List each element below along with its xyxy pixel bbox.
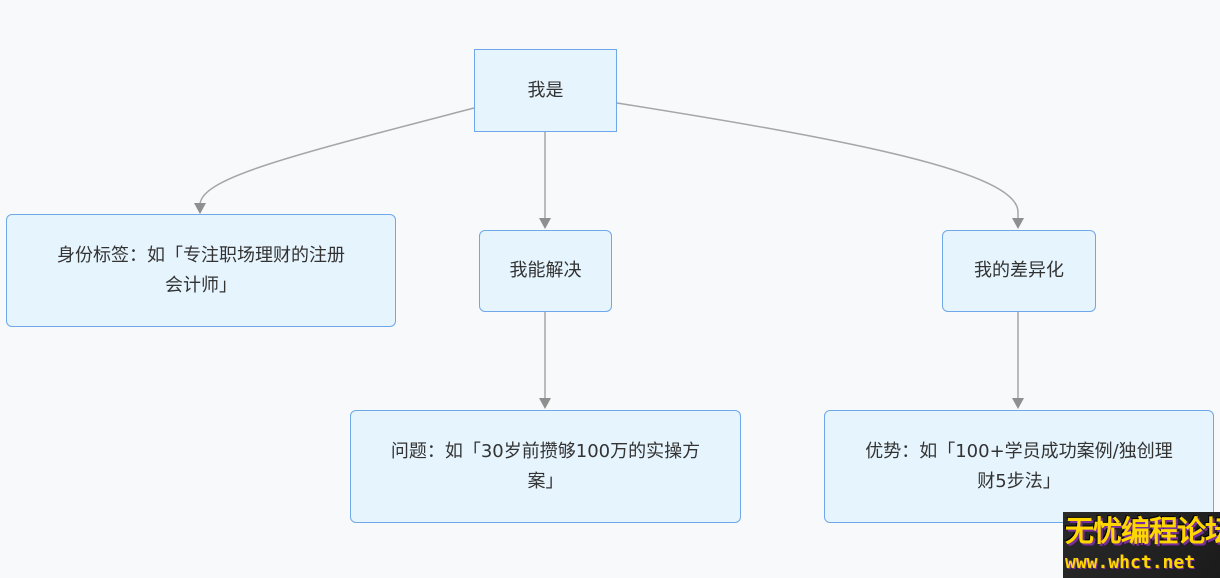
watermark-url: www.whct.net	[1065, 552, 1196, 573]
node-problem: 问题：如「30岁前攒够100万的实操方 案」	[350, 410, 741, 523]
edge-root-to-identity	[199, 107, 475, 213]
node-differentiation-label: 我的差异化	[974, 260, 1064, 281]
arrowhead	[1012, 218, 1024, 229]
arrowhead	[1012, 398, 1024, 409]
edge-root-to-differentiation	[616, 102, 1019, 219]
watermark-title: 无忧编程论坛	[1065, 514, 1220, 548]
node-identity-line1: 身份标签：如「专注职场理财的注册	[57, 244, 345, 266]
arrowhead	[539, 398, 551, 409]
arrowhead	[194, 203, 206, 214]
node-root: 我是	[474, 49, 617, 132]
arrowhead	[539, 218, 551, 229]
node-identity: 身份标签：如「专注职场理财的注册 会计师」	[6, 214, 396, 327]
node-advantage-line1: 优势：如「100+学员成功案例/独创理	[865, 440, 1173, 462]
node-problem-line2: 案」	[527, 470, 564, 492]
node-advantage-line2: 财5步法」	[977, 470, 1061, 492]
node-identity-line2: 会计师」	[165, 274, 237, 296]
node-differentiation: 我的差异化	[942, 230, 1096, 312]
site-watermark: 无忧编程论坛 www.whct.net	[1063, 512, 1220, 578]
node-advantage: 优势：如「100+学员成功案例/独创理 财5步法」	[824, 410, 1214, 523]
node-problem-line1: 问题：如「30岁前攒够100万的实操方	[390, 440, 701, 462]
node-root-label: 我是	[527, 79, 564, 101]
node-solve-label: 我能解决	[509, 260, 582, 281]
node-solve: 我能解决	[479, 230, 612, 312]
